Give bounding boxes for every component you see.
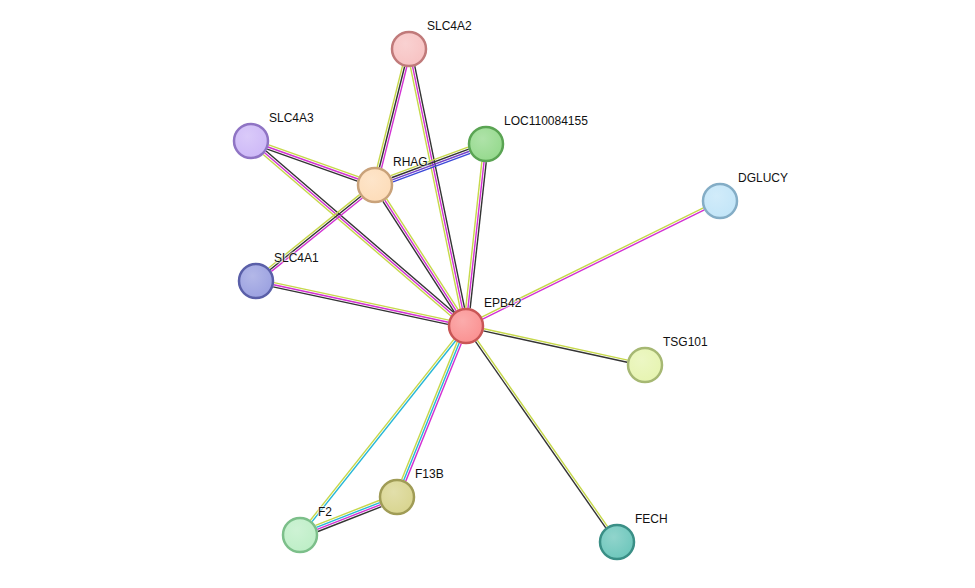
node-circle: [467, 125, 505, 163]
node-label: SLC4A1: [274, 251, 319, 265]
evidence-line: [377, 66, 402, 167]
node-label: F2: [318, 505, 332, 519]
evidence-line: [482, 208, 704, 317]
interaction-edge: [410, 66, 464, 309]
interaction-edge: [483, 329, 627, 362]
interaction-edge: [475, 340, 607, 528]
interaction-edge: [482, 208, 705, 319]
evidence-line: [383, 201, 454, 312]
protein-node: F2: [281, 516, 319, 554]
node-label: FECH: [635, 512, 668, 526]
evidence-line: [274, 285, 449, 322]
protein-node: SLC4A3: [232, 122, 270, 160]
evidence-line: [415, 66, 465, 308]
protein-node: DGLUCY: [701, 182, 739, 220]
interaction-edge: [466, 162, 486, 309]
node-circle: [598, 523, 636, 561]
protein-node: LOC110084155: [467, 125, 505, 163]
protein-node: SLC4A2: [390, 30, 428, 68]
node-label: LOC110084155: [504, 114, 588, 128]
evidence-line: [312, 341, 456, 522]
evidence-line: [265, 153, 453, 315]
node-circle: [378, 478, 416, 516]
evidence-line: [310, 339, 454, 520]
evidence-line: [270, 196, 361, 269]
node-label: EPB42: [484, 296, 521, 310]
node-circle: [447, 307, 485, 345]
evidence-line: [317, 505, 380, 530]
evidence-line: [263, 154, 451, 316]
interaction-edge: [316, 500, 382, 531]
evidence-line: [273, 287, 448, 324]
evidence-line: [406, 344, 462, 482]
protein-node: F13B: [378, 478, 416, 516]
node-label: SLC4A2: [427, 19, 472, 33]
evidence-line: [269, 195, 360, 268]
node-label: RHAG: [393, 155, 428, 169]
node-circle: [232, 122, 270, 160]
evidence-line: [274, 283, 449, 320]
interaction-edge: [391, 147, 471, 182]
node-circle: [281, 516, 319, 554]
evidence-line: [385, 200, 456, 311]
node-label: F13B: [415, 467, 444, 481]
evidence-line: [268, 147, 358, 179]
evidence-line: [468, 162, 484, 308]
evidence-line: [382, 67, 407, 168]
node-circle: [701, 182, 739, 220]
interaction-edge: [273, 283, 449, 325]
evidence-line: [484, 329, 628, 360]
node-circle: [356, 166, 394, 204]
evidence-line: [269, 145, 359, 177]
evidence-line: [410, 67, 460, 309]
evidence-line: [266, 151, 454, 313]
evidence-line: [391, 147, 468, 176]
evidence-line: [475, 341, 605, 528]
evidence-line: [379, 66, 404, 167]
evidence-line: [402, 342, 458, 480]
node-circle: [237, 262, 275, 300]
evidence-line: [316, 503, 379, 528]
evidence-line: [316, 500, 379, 525]
protein-node: SLC4A1: [237, 262, 275, 300]
evidence-line: [483, 210, 705, 319]
evidence-line: [413, 67, 463, 309]
node-label: SLC4A3: [269, 111, 314, 125]
evidence-line: [267, 149, 357, 181]
node-circle: [626, 346, 664, 384]
interaction-edge: [402, 342, 462, 481]
node-label: TSG101: [663, 335, 708, 349]
interaction-edge: [310, 339, 455, 521]
interaction-edge: [377, 66, 407, 168]
protein-node: FECH: [598, 523, 636, 561]
evidence-line: [393, 153, 470, 182]
evidence-line: [271, 198, 362, 271]
interaction-edge: [383, 199, 458, 312]
evidence-line: [470, 162, 486, 308]
evidence-line: [477, 340, 607, 527]
protein-node: RHAG: [356, 166, 394, 204]
node-circle: [390, 30, 428, 68]
evidence-line: [404, 343, 460, 481]
evidence-line: [387, 199, 458, 310]
protein-node: EPB42: [447, 307, 485, 345]
node-label: DGLUCY: [738, 171, 788, 185]
protein-node: TSG101: [626, 346, 664, 384]
evidence-line: [466, 162, 482, 308]
evidence-line: [392, 151, 469, 180]
evidence-line: [483, 331, 627, 362]
evidence-line: [392, 149, 469, 178]
interaction-edge: [269, 195, 363, 272]
